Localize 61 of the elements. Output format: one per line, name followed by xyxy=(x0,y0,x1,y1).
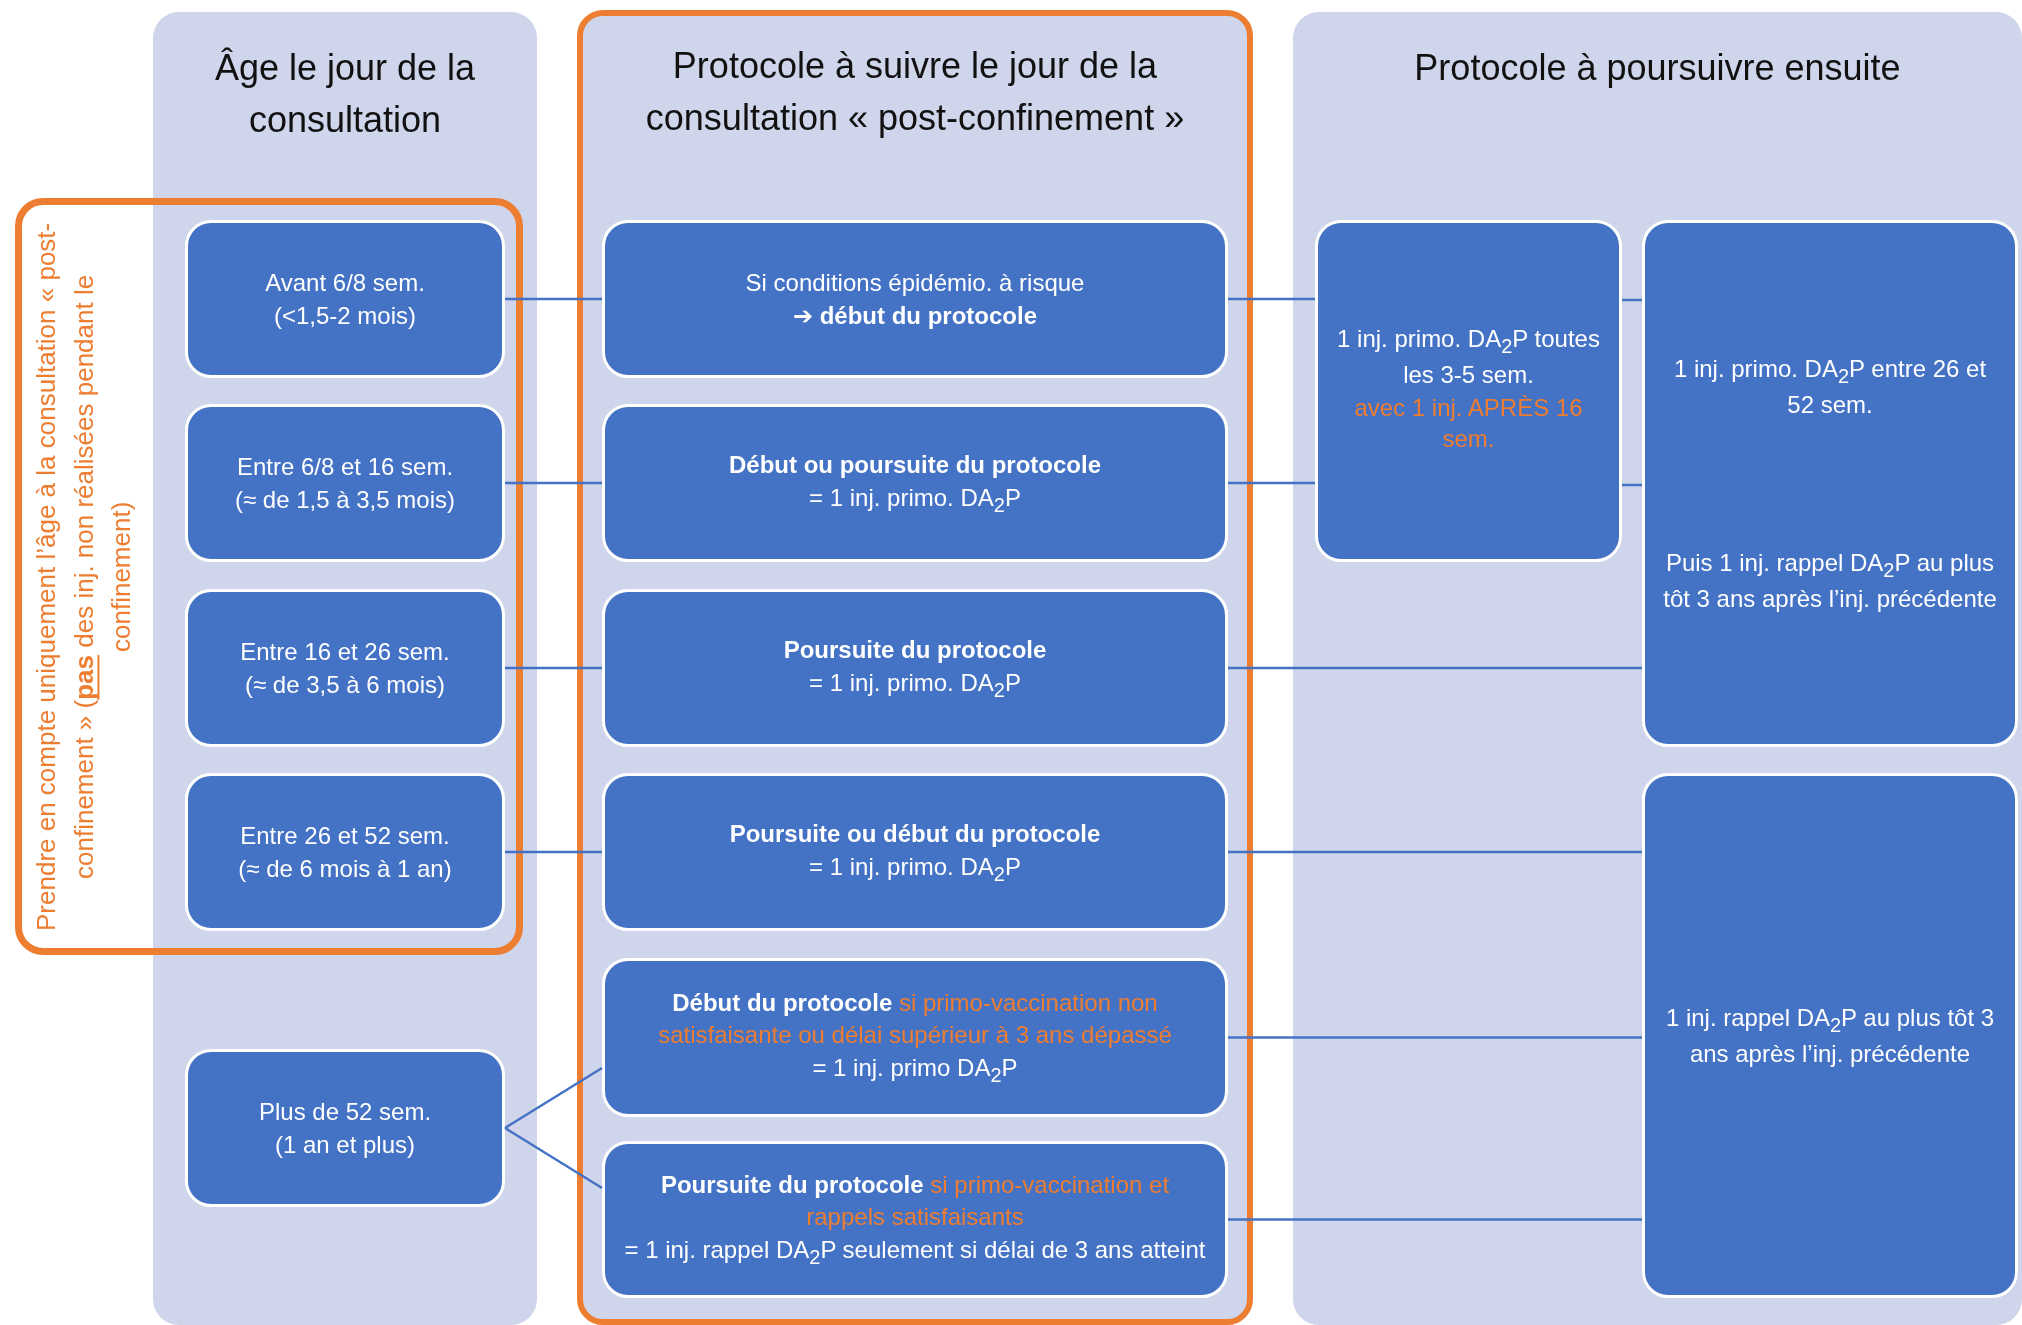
connector-line xyxy=(1622,298,1642,302)
protocol-box xyxy=(602,1141,1228,1298)
connector-line xyxy=(505,666,602,670)
followup-box xyxy=(1642,220,2018,747)
box-text: (<1,5-2 mois) xyxy=(273,301,416,331)
box-text: 1 inj. rappel DA$_{2}$P au plus tôt 3 ans après l’inj. précédente xyxy=(1664,1003,1996,1069)
box-text: (1 an et plus) xyxy=(274,1130,416,1160)
box-text: 1 inj. primo. DA$_{2}$P entre 26 et 52 sem. xyxy=(1672,354,1988,420)
box-text: (≈ de 3,5 à 6 mois) xyxy=(245,670,445,700)
box-text: = 1 inj. primo. DA$_{2}$P xyxy=(809,851,1021,887)
box-text: Plus de 52 sem. xyxy=(258,1096,432,1127)
age-box xyxy=(185,1049,505,1207)
box-text: ➔ début du protocole xyxy=(793,301,1037,331)
connector-line xyxy=(1228,481,1315,485)
box-text: Poursuite du protocole si primo-vaccination et rappels satisfaisants xyxy=(659,1170,1171,1232)
box-text: Entre 6/8 et 16 sem. xyxy=(236,451,454,482)
box-text: Avant 6/8 sem. xyxy=(265,267,425,298)
connector-line xyxy=(505,481,602,485)
followup-box xyxy=(1315,220,1622,562)
box-text: = 1 inj. primo DA$_{2}$P xyxy=(812,1052,1018,1088)
connector-line xyxy=(1228,666,1642,670)
box-text: Entre 26 et 52 sem. xyxy=(240,820,450,851)
box-text: avec 1 inj. APRÈS 16 sem. xyxy=(1353,393,1584,455)
box-text: = 1 inj. primo. DA$_{2}$P xyxy=(809,482,1021,518)
box-text: Début ou poursuite du protocole xyxy=(729,449,1101,480)
box-text: = 1 inj. primo. DA$_{2}$P xyxy=(809,667,1021,703)
protocol-box xyxy=(602,404,1228,562)
column-heading: Protocole à poursuivre ensuite xyxy=(1413,46,1902,90)
protocol-box xyxy=(602,773,1228,931)
protocol-box xyxy=(602,589,1228,747)
column-heading: Âge le jour de la consultation xyxy=(213,46,477,143)
age-box xyxy=(185,404,505,562)
box-text: Entre 16 et 26 sem. xyxy=(240,636,450,667)
connector-line xyxy=(505,297,602,301)
followup-box xyxy=(1642,773,2018,1298)
connector-line xyxy=(504,1126,603,1190)
protocol-box xyxy=(602,958,1228,1117)
age-box xyxy=(185,220,505,378)
box-text: (≈ de 1,5 à 3,5 mois) xyxy=(235,485,455,515)
connector-line xyxy=(1228,1218,1642,1221)
connector-line xyxy=(1622,483,1642,487)
note-frame xyxy=(15,198,523,955)
connector-line xyxy=(504,1066,603,1130)
box-text: = 1 inj. rappel DA$_{2}$P seulement si délai de 3 ans atteint xyxy=(624,1234,1206,1270)
connector-line xyxy=(1228,850,1642,854)
box-text: Si conditions épidémio. à risque xyxy=(745,267,1085,298)
connector-line xyxy=(1228,1036,1642,1039)
column-heading: Protocole à suivre le jour de la consultation « post-confinement » xyxy=(644,44,1186,141)
column-panel xyxy=(577,10,1253,1325)
connector-line xyxy=(1228,297,1315,301)
box-text: (≈ de 6 mois à 1 an) xyxy=(238,854,452,884)
protocol-box xyxy=(602,220,1228,378)
box-text: Début du protocole si primo-vaccination non satisfaisante ou délai supérieur à 3 ans dépassé xyxy=(657,988,1173,1050)
box-text: Poursuite du protocole xyxy=(783,634,1047,665)
connector-line xyxy=(505,850,602,854)
column-panel xyxy=(1293,12,2022,1325)
box-text: Poursuite ou début du protocole xyxy=(729,818,1101,849)
age-box xyxy=(185,773,505,931)
age-box xyxy=(185,589,505,747)
box-text: 1 inj. primo. DA$_{2}$P toutes les 3-5 sem. xyxy=(1336,324,1601,391)
box-text: Puis 1 inj. rappel DA$_{2}$P au plus tôt 3 ans après l’inj. précédente xyxy=(1662,548,1998,614)
